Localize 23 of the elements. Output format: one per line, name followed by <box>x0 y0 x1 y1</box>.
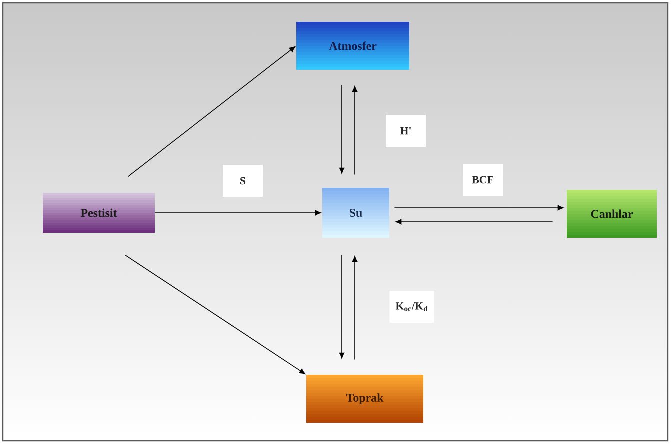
arrow <box>154 210 322 216</box>
process-box: Su <box>322 188 390 238</box>
process-box: Pestisit <box>43 193 155 233</box>
edge-label: H' <box>386 115 426 147</box>
arrow <box>339 84 345 174</box>
node-label: Atmosfer <box>329 42 377 50</box>
arrow <box>339 254 345 359</box>
node-label: Toprak <box>346 394 384 404</box>
process-box: Canlılar <box>567 190 657 238</box>
arrow <box>352 86 358 176</box>
process-box: Toprak <box>306 375 424 423</box>
arrow <box>124 254 306 374</box>
edge-label: K$_{oc}$/K$_{d}$ <box>390 291 434 323</box>
edge-label: BCF <box>463 164 503 196</box>
arrow <box>394 205 564 211</box>
node-label: Pestisit <box>80 208 118 218</box>
edge-label: S <box>223 165 263 197</box>
process-box: Atmosfer <box>296 22 410 70</box>
arrow <box>396 219 554 225</box>
arrow <box>128 46 296 178</box>
node-label: Su <box>350 208 362 218</box>
arrow <box>352 256 358 360</box>
node-label: Canlılar <box>591 210 633 218</box>
